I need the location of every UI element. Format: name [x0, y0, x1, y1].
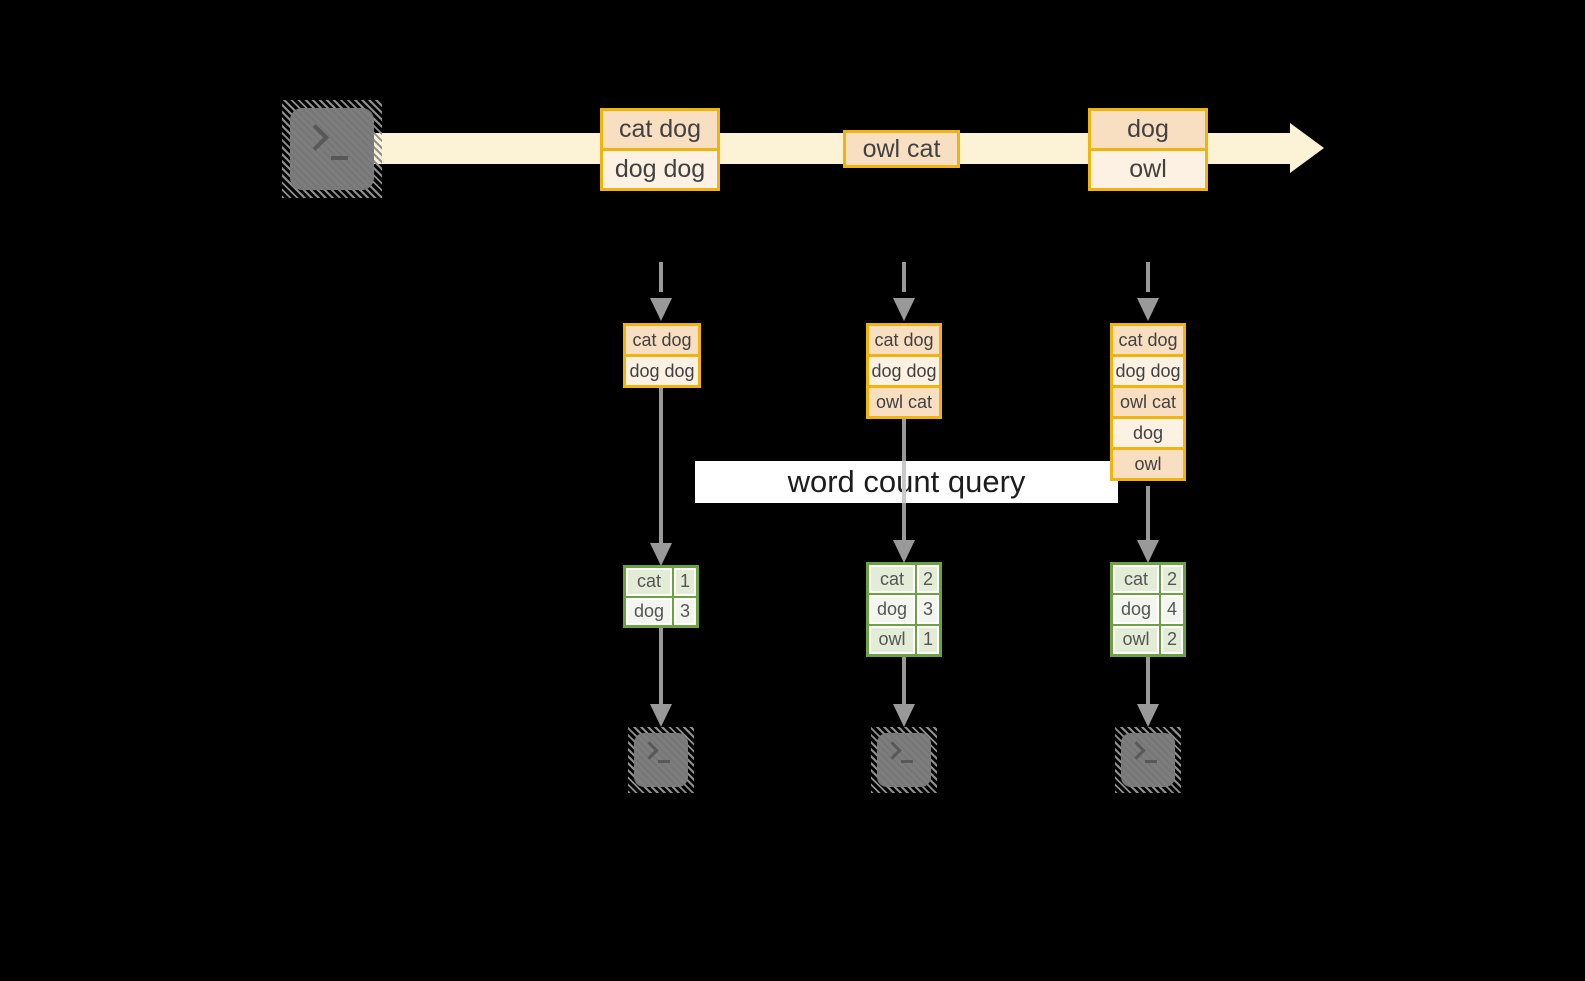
count-cell: 2 [1161, 625, 1183, 654]
buffered-records-box: cat dog dog dog [623, 323, 701, 388]
record-cell: cat dog [1113, 326, 1183, 354]
count-cell: 3 [674, 597, 696, 625]
arrowhead-down-icon [650, 543, 672, 566]
arrowhead-down-icon [893, 540, 915, 563]
query-label-band: word count query [695, 461, 1118, 503]
record-cell: owl cat [846, 133, 957, 165]
record-cell: dog dog [603, 148, 717, 188]
word-cell: dog [1113, 595, 1159, 624]
terminal-screen [1121, 733, 1175, 787]
count-cell: 1 [674, 568, 696, 596]
word-cell: cat [626, 568, 672, 596]
connector-line [902, 503, 906, 543]
count-row: dog 3 [626, 597, 696, 625]
prompt-chevron-icon [1127, 741, 1146, 760]
prompt-underscore-icon [331, 156, 348, 160]
stream-event-box: owl cat [843, 130, 960, 168]
connector-line [659, 628, 663, 706]
count-cell: 4 [1161, 595, 1183, 624]
source-terminal-icon [282, 100, 382, 198]
connector-line [1146, 657, 1150, 706]
record-cell: owl [1113, 447, 1183, 478]
arrowhead-down-icon [893, 298, 915, 321]
record-cell: cat dog [869, 326, 939, 354]
word-cell: dog [869, 595, 915, 624]
output-terminal-icon [871, 727, 937, 793]
word-cell: owl [869, 625, 915, 654]
count-row: cat 2 [1113, 565, 1183, 594]
arrowhead-down-icon [1137, 704, 1159, 727]
record-cell: cat dog [603, 111, 717, 148]
stream-arrowhead [1290, 123, 1324, 173]
arrowhead-down-icon [1137, 298, 1159, 321]
word-cell: cat [869, 565, 915, 594]
prompt-chevron-icon [640, 741, 659, 760]
record-cell: owl cat [869, 385, 939, 416]
count-cell: 2 [917, 565, 939, 594]
query-label: word count query [787, 464, 1026, 499]
prompt-chevron-icon [302, 124, 329, 151]
record-cell: owl [1091, 148, 1205, 188]
word-count-table: cat 2 dog 4 owl 2 [1110, 562, 1186, 657]
record-cell: dog [1091, 111, 1205, 148]
arrowhead-down-icon [650, 704, 672, 727]
count-cell: 2 [1161, 565, 1183, 594]
output-terminal-icon [1115, 727, 1181, 793]
word-count-table: cat 1 dog 3 [623, 565, 699, 628]
record-cell: owl cat [1113, 385, 1183, 416]
count-row: owl 2 [1113, 625, 1183, 654]
count-row: dog 4 [1113, 595, 1183, 624]
stream-event-box: dog owl [1088, 108, 1208, 191]
connector-line [659, 388, 663, 546]
buffered-records-box: cat dog dog dog owl cat [866, 323, 942, 419]
terminal-screen [877, 733, 931, 787]
output-terminal-icon [628, 727, 694, 793]
connector-line-over-band [902, 461, 906, 503]
count-row: cat 1 [626, 568, 696, 596]
count-row: dog 3 [869, 595, 939, 624]
arrowhead-down-icon [893, 704, 915, 727]
prompt-chevron-icon [883, 741, 902, 760]
terminal-screen [634, 733, 688, 787]
count-cell: 3 [917, 595, 939, 624]
word-cell: dog [626, 597, 672, 625]
word-count-table: cat 2 dog 3 owl 1 [866, 562, 942, 657]
stream-event-box: cat dog dog dog [600, 108, 720, 191]
word-cell: cat [1113, 565, 1159, 594]
connector-line [902, 657, 906, 706]
count-row: owl 1 [869, 625, 939, 654]
prompt-underscore-icon [658, 760, 670, 763]
record-cell: dog [1113, 416, 1183, 447]
arrowhead-down-icon [650, 298, 672, 321]
record-cell: dog dog [1113, 354, 1183, 385]
dashed-arrow-segment [659, 262, 663, 292]
prompt-underscore-icon [1145, 760, 1157, 763]
arrowhead-down-icon [1137, 540, 1159, 563]
connector-line [902, 419, 906, 461]
prompt-underscore-icon [901, 760, 913, 763]
connector-line [1146, 486, 1150, 543]
record-cell: dog dog [626, 354, 698, 385]
count-row: cat 2 [869, 565, 939, 594]
record-cell: cat dog [626, 326, 698, 354]
count-cell: 1 [917, 625, 939, 654]
buffered-records-box: cat dog dog dog owl cat dog owl [1110, 323, 1186, 481]
dashed-arrow-segment [1146, 262, 1150, 292]
terminal-screen [290, 108, 374, 190]
record-cell: dog dog [869, 354, 939, 385]
word-cell: owl [1113, 625, 1159, 654]
dashed-arrow-segment [902, 262, 906, 292]
